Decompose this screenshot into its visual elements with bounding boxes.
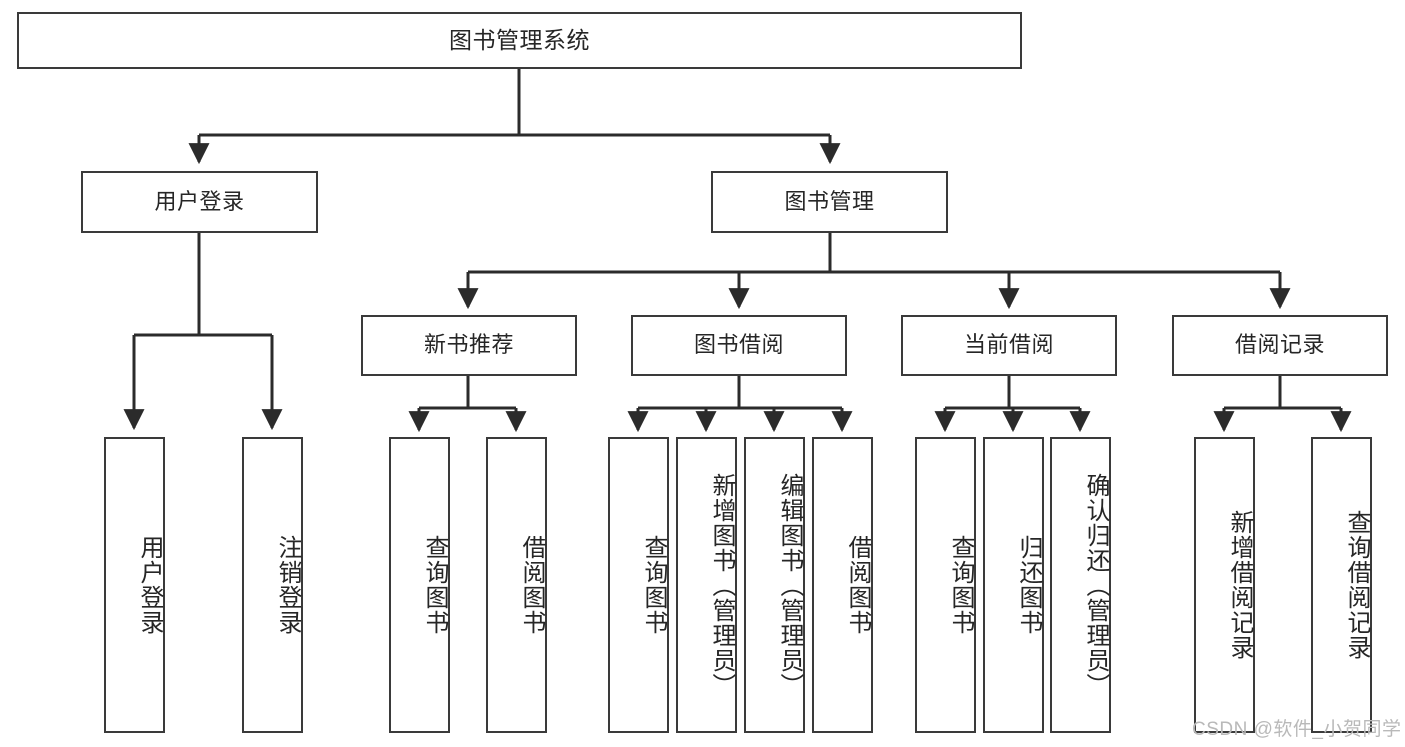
leaf-label: 借阅图书 [844, 535, 871, 635]
node-book-borrow[interactable]: 图书借阅 [631, 315, 847, 376]
node-new-book-recommend[interactable]: 新书推荐 [361, 315, 577, 376]
leaf-confirm-return-admin[interactable]: 确认归还（管理员） [1050, 437, 1111, 733]
leaf-label: 查询图书 [640, 535, 667, 635]
leaf-label: 新增图书（管理员） [708, 472, 735, 698]
leaf-label: 借阅图书 [518, 535, 545, 635]
leaf-add-book-admin[interactable]: 新增图书（管理员） [676, 437, 737, 733]
leaf-query-borrow-record[interactable]: 查询借阅记录 [1311, 437, 1372, 733]
leaf-query-book-current[interactable]: 查询图书 [915, 437, 976, 733]
node-current-borrow[interactable]: 当前借阅 [901, 315, 1117, 376]
leaf-logout-login[interactable]: 注销登录 [242, 437, 303, 733]
leaf-edit-book-admin[interactable]: 编辑图书（管理员） [744, 437, 805, 733]
node-borrow-record[interactable]: 借阅记录 [1172, 315, 1388, 376]
leaf-borrow-book-main[interactable]: 借阅图书 [812, 437, 873, 733]
leaf-label: 确认归还（管理员） [1082, 472, 1109, 698]
leaf-label: 归还图书 [1015, 535, 1042, 635]
leaf-label: 注销登录 [274, 535, 301, 635]
leaf-label: 查询图书 [947, 535, 974, 635]
leaf-label: 新增借阅记录 [1226, 510, 1253, 660]
node-root-system[interactable]: 图书管理系统 [17, 12, 1022, 69]
leaf-add-borrow-record[interactable]: 新增借阅记录 [1194, 437, 1255, 733]
csdn-watermark: CSDN @软件_小贺同学 [1192, 719, 1402, 740]
leaf-query-book-borrow[interactable]: 查询图书 [608, 437, 669, 733]
leaf-query-book-recommend[interactable]: 查询图书 [389, 437, 450, 733]
leaf-label: 编辑图书（管理员） [776, 472, 803, 698]
node-user-login[interactable]: 用户登录 [81, 171, 318, 233]
leaf-label: 查询借阅记录 [1343, 510, 1370, 660]
leaf-borrow-book-recommend[interactable]: 借阅图书 [486, 437, 547, 733]
leaf-return-book[interactable]: 归还图书 [983, 437, 1044, 733]
leaf-label: 用户登录 [136, 535, 163, 635]
leaf-user-login[interactable]: 用户登录 [104, 437, 165, 733]
node-book-manage[interactable]: 图书管理 [711, 171, 948, 233]
leaf-label: 查询图书 [421, 535, 448, 635]
